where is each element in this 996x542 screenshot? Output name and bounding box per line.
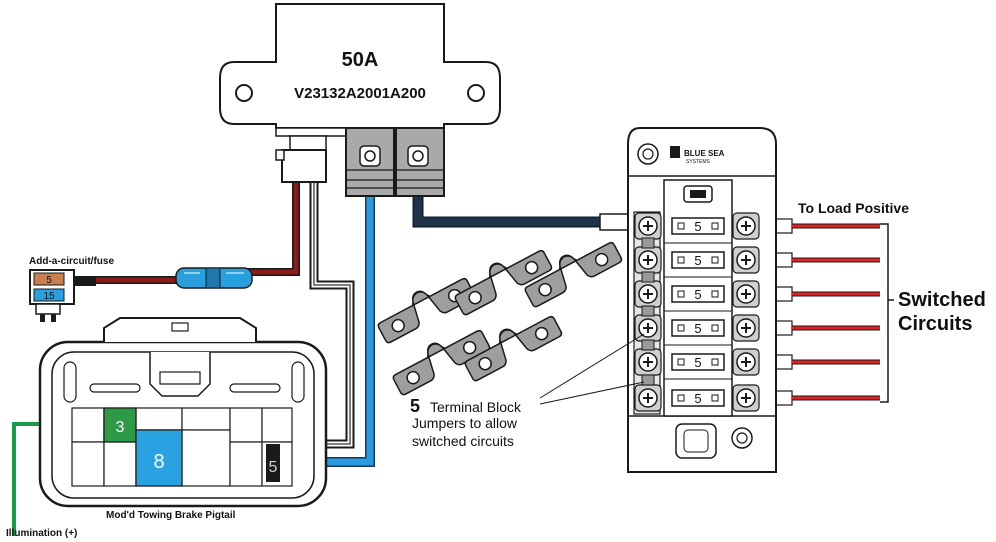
jumper-5	[464, 315, 563, 382]
pigtail-label: Mod'd Towing Brake Pigtail	[106, 510, 236, 521]
fuse-block: BLUE SEA SYSTEMS 5 5 5 5 5 5	[627, 127, 777, 473]
fuse-rating-4: 5	[694, 321, 701, 336]
installed-jumper-2	[641, 271, 655, 283]
pin-8-label: 8	[153, 451, 164, 473]
bus-terminal-6	[634, 384, 662, 412]
jumper-label-line3: switched circuits	[412, 433, 514, 449]
fuse-rating-6: 5	[694, 391, 701, 406]
fuse-6: 5	[671, 389, 725, 407]
fuse-3: 5	[671, 285, 725, 303]
fuse-bottom-rating: 15	[43, 291, 55, 302]
load-terminal-5	[732, 348, 760, 376]
fuse-tap-wire	[248, 180, 300, 276]
jumper-count: 5	[410, 396, 420, 416]
fuse-5: 5	[671, 353, 725, 371]
fuse-rows: 5 5 5 5 5 5	[633, 211, 760, 415]
fuse-rating-2: 5	[694, 253, 701, 268]
fuse-rating-5: 5	[694, 355, 701, 370]
illumination-label: Illumination (+)	[6, 528, 77, 539]
brand-name: BLUE SEA	[684, 149, 725, 158]
bus-terminal-3	[634, 280, 662, 308]
pin-5	[266, 444, 280, 482]
load-wires	[759, 218, 880, 406]
add-a-circuit-fuse: Add-a-circuit/fuse 5 15	[29, 256, 114, 322]
load-terminal-3	[732, 280, 760, 308]
relay: 50A V23132A2001A200	[219, 3, 501, 197]
relay-part-number: V23132A2001A200	[294, 85, 426, 102]
to-load-label: To Load Positive	[798, 200, 909, 216]
load-terminal-2	[732, 246, 760, 274]
pin-3	[103, 407, 137, 443]
bus-terminal-5	[634, 348, 662, 376]
switched-label-line1: Switched	[898, 289, 986, 311]
switched-bracket	[880, 223, 894, 403]
pin-5-label: 5	[269, 459, 278, 476]
terminal-jumpers	[377, 241, 623, 396]
load-terminal-1	[732, 212, 760, 240]
jumper-label-line1: Terminal Block	[430, 399, 522, 415]
jumper-3	[524, 241, 623, 308]
relay-terminal-right	[395, 127, 445, 197]
load-terminal-4	[732, 314, 760, 342]
installed-jumper-1	[641, 237, 655, 249]
jumper-callout-line-2	[539, 381, 645, 405]
pin-8	[135, 429, 183, 487]
installed-jumper-4	[641, 339, 655, 351]
add-a-circuit-label: Add-a-circuit/fuse	[29, 256, 114, 267]
brand-subname: SYSTEMS	[686, 159, 711, 165]
bus-terminal-1	[634, 212, 662, 240]
pin-3-label: 3	[116, 419, 125, 436]
relay-rating: 50A	[342, 49, 379, 71]
jumper-4	[392, 329, 491, 396]
fuse-4: 5	[671, 319, 725, 337]
fuse-2: 5	[671, 251, 725, 269]
installed-jumper-5	[641, 374, 655, 386]
load-terminal-6	[732, 384, 760, 412]
jumper-callout-line-1	[539, 333, 645, 399]
switched-power-wire	[412, 162, 604, 228]
fuse-rating-3: 5	[694, 287, 701, 302]
fuse-rating-1: 5	[694, 219, 701, 234]
bus-terminal-2	[634, 246, 662, 274]
installed-jumper-3	[641, 305, 655, 317]
fuse-top-rating: 5	[46, 275, 52, 286]
jumper-label-line2: Jumpers to allow	[412, 415, 518, 431]
jumper-2	[454, 249, 553, 316]
switched-label-line2: Circuits	[898, 313, 972, 335]
towing-brake-pigtail: 3 8 5 Mod'd Towing Brake Pigtail Illumin…	[6, 317, 328, 539]
illumination-wire	[12, 422, 40, 536]
relay-terminal-left	[345, 127, 395, 197]
inline-fuse-holder	[175, 267, 253, 289]
fuse-1: 5	[671, 217, 725, 235]
